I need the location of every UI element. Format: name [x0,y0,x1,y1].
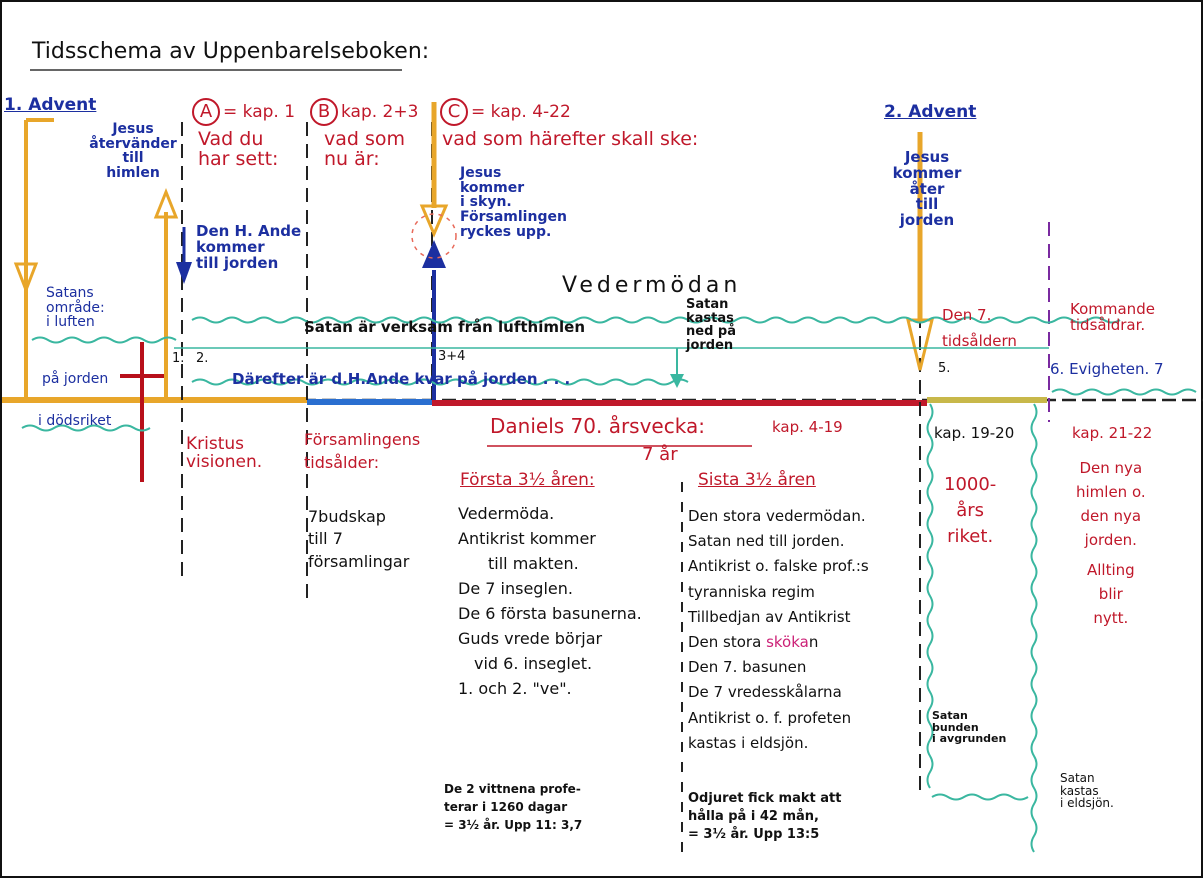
marker-5: 5. [938,361,951,376]
second-half-list: Den stora vedermödan. Satan ned till jor… [688,507,869,752]
marker-2: 2. [196,351,209,366]
first-half-header: Första 3½ åren: [460,470,595,490]
first-half-list: Vedermöda. Antikrist kommer till makten.… [458,504,642,698]
marker-34: 3+4 [438,349,466,364]
section-a-header: A= kap. 1 [192,98,295,126]
spirit-remains-label: Därefter är d.H.Ande kvar på jorden . . … [232,370,571,388]
page-title: Tidsschema av Uppenbarelseboken: [32,39,430,64]
section-c-header: C= kap. 4-22 [440,98,571,126]
satan-active-label: Satan är verksam från lufthimlen [304,318,585,336]
on-earth-label: på jorden [42,371,109,387]
marker-1: 1. [172,351,185,366]
second-half-header: Sista 3½ åren [698,470,816,490]
eternity-label: 6. Evigheten. 7 [1050,360,1164,378]
kap-19-20: kap. 19-20 [934,424,1015,442]
second-advent-label: 2. Advent [884,102,977,122]
two-witnesses-note: De 2 vittnena profe-terar i 1260 dagar= … [444,782,583,832]
daniels-kap: kap. 4-19 [772,418,843,436]
first-advent-label: 1. Advent [4,95,97,115]
satan-air-wave [191,316,1121,324]
seven-years: 7 år [642,444,678,465]
kap-21-22: kap. 21-22 [1072,424,1153,442]
section-c-text: vad som härefter skall ske: [442,128,699,150]
daniels-week-title: Daniels 70. årsvecka: [490,414,705,438]
seventh-age-label: Den 7.tidsåldern [942,306,1017,350]
tribulation-label: Vedermödan [562,273,742,298]
in-underworld-label: i dödsriket [38,413,112,429]
